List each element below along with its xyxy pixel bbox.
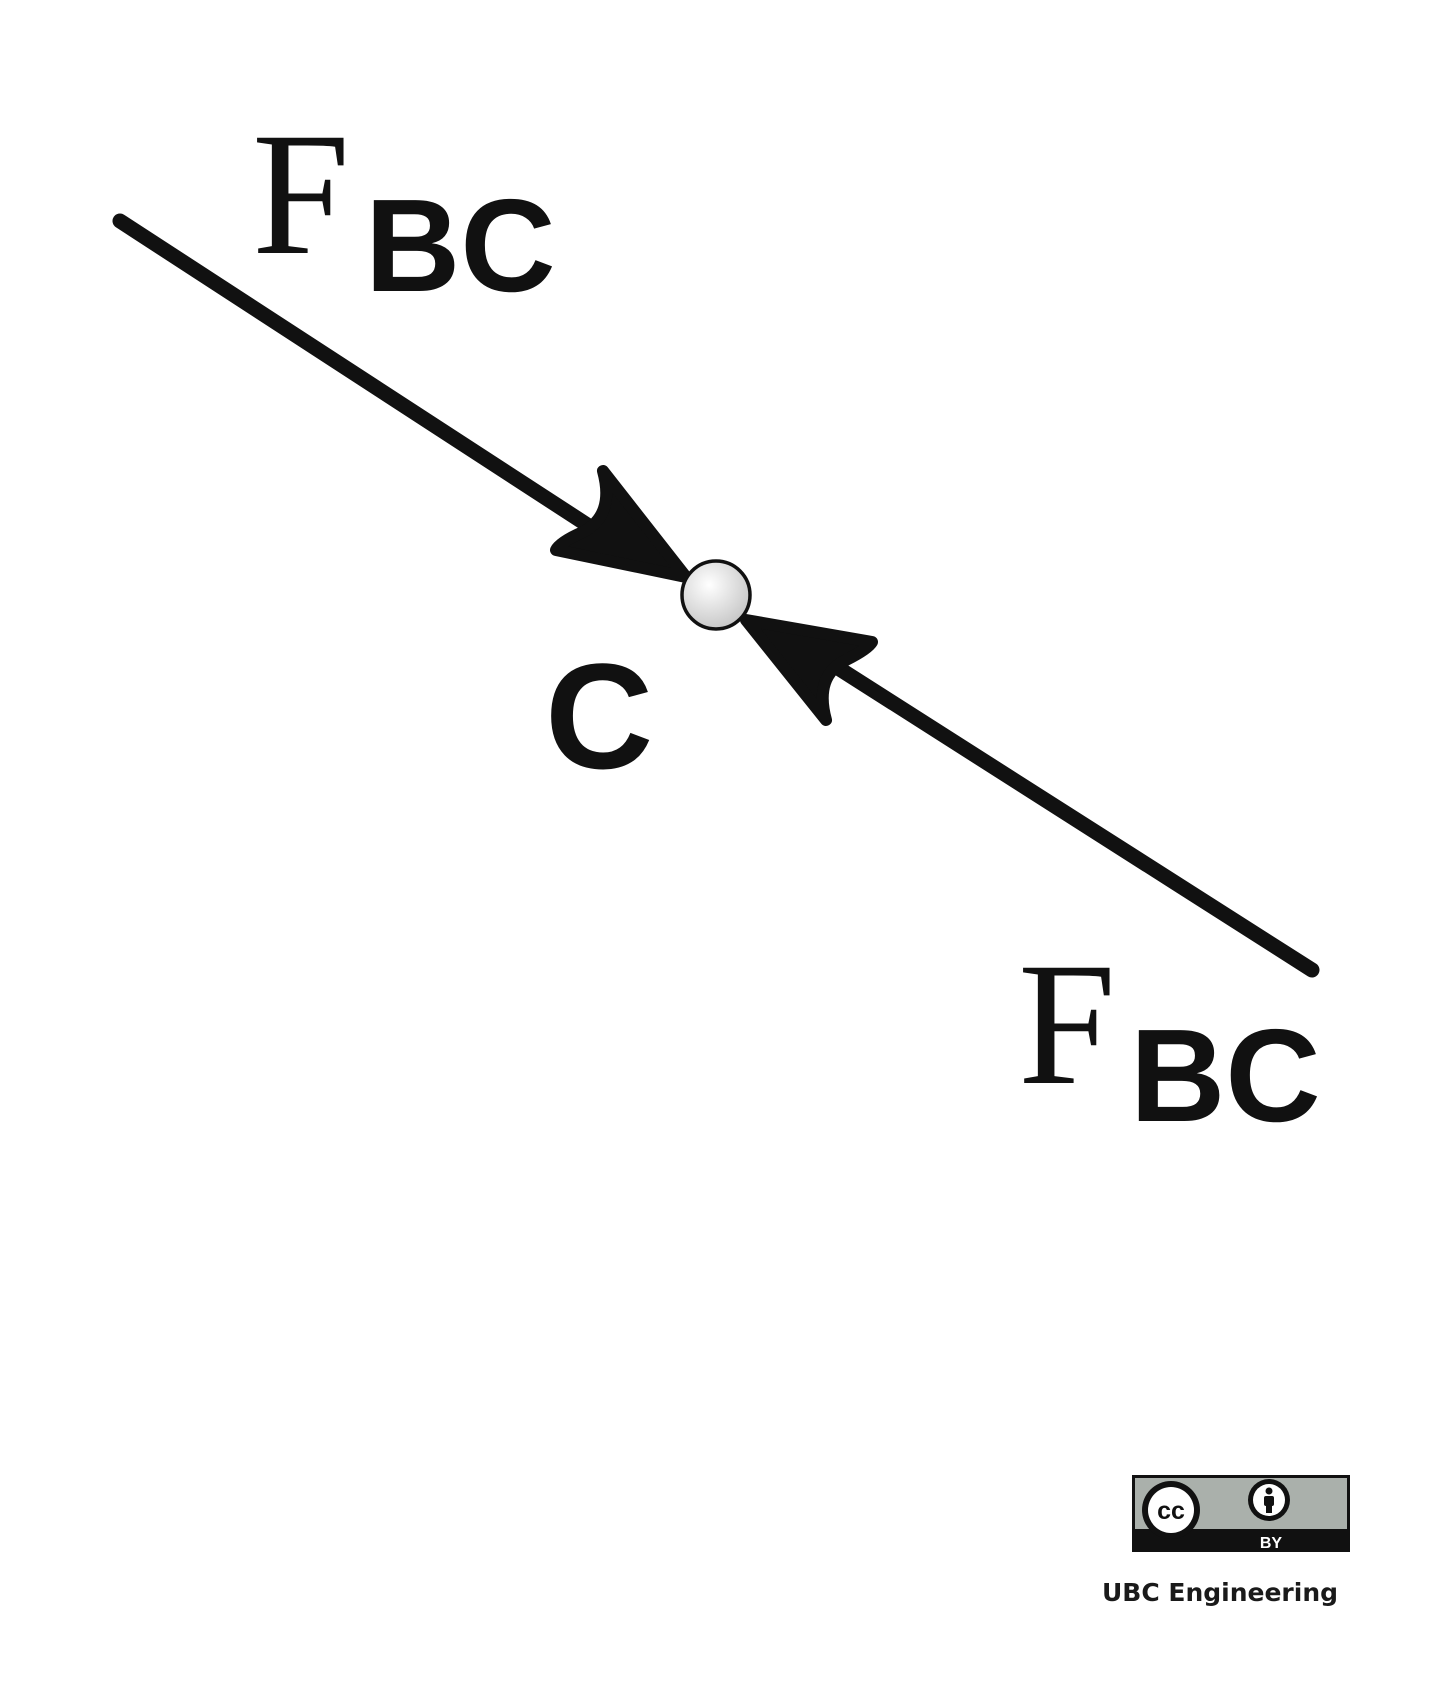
force-label-bottom-symbol: F <box>1018 927 1116 1122</box>
force-label-bottom-subscript: BC <box>1130 1002 1321 1149</box>
force-arrow-top-shaft <box>112 213 603 538</box>
force-arrow-top-head <box>550 465 692 583</box>
license-badge: cc BY <box>1132 1475 1350 1552</box>
attribution-person-icon <box>1248 1479 1290 1521</box>
force-label-top: F BC <box>252 97 556 319</box>
joint-c-label: C <box>545 632 653 800</box>
force-arrow-bottom <box>740 614 1320 978</box>
force-label-bottom: F BC <box>1018 927 1321 1149</box>
force-label-top-symbol: F <box>252 97 350 292</box>
force-arrow-top <box>112 213 692 583</box>
joint-c-node <box>680 559 752 631</box>
force-arrow-bottom-shaft <box>827 658 1320 978</box>
force-arrow-bottom-head <box>740 614 878 726</box>
force-label-top-subscript: BC <box>365 172 556 319</box>
license-cc-text: cc <box>1157 1497 1185 1525</box>
license-by-text: BY <box>1260 1535 1283 1552</box>
credit-text: UBC Engineering <box>1101 1578 1339 1607</box>
